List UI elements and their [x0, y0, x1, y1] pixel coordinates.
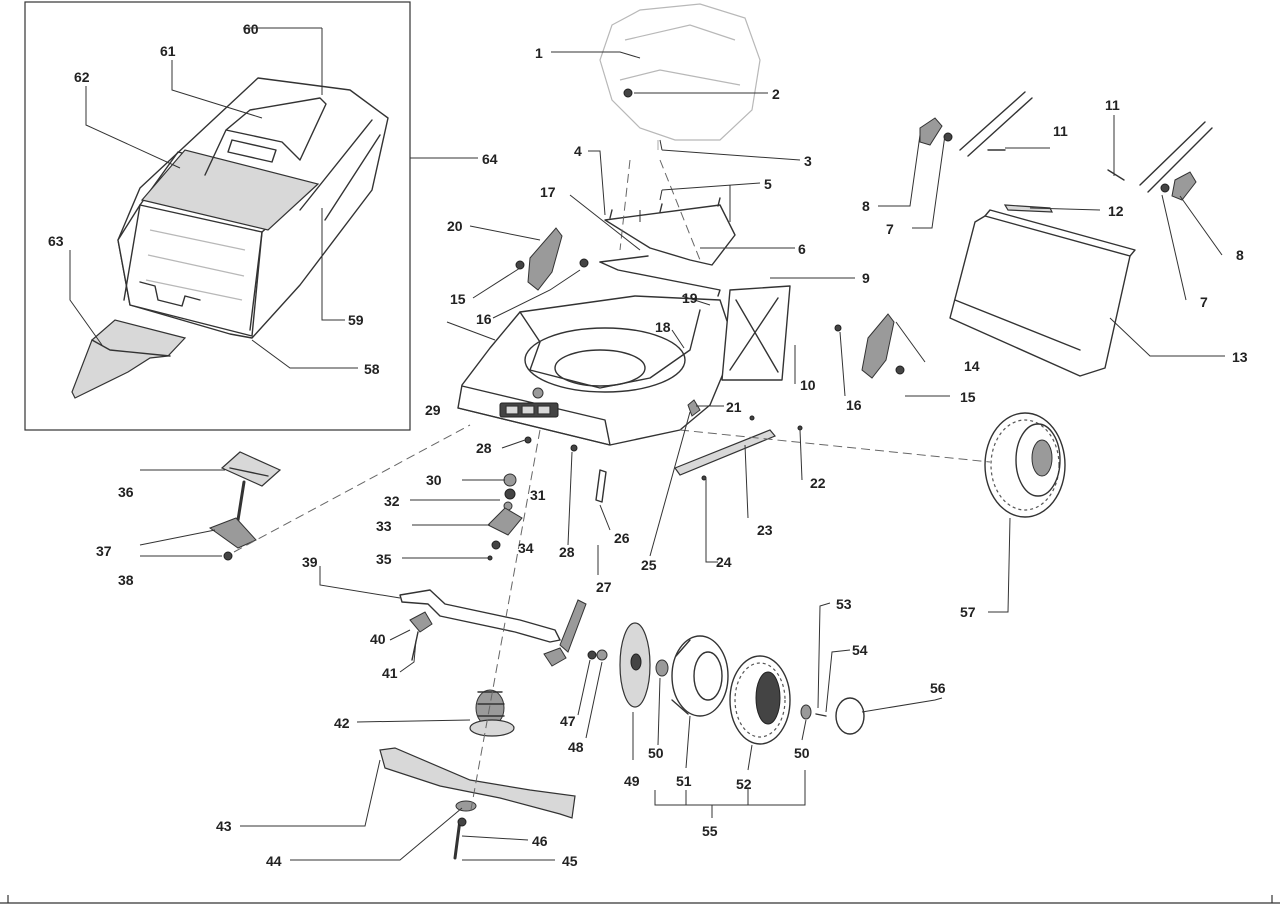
- front-axle: [399, 589, 608, 667]
- callout-6: 6: [798, 241, 806, 257]
- upper-handle-tubes: [919, 91, 1213, 201]
- callout-63: 63: [48, 233, 64, 249]
- callout-48: 48: [568, 739, 584, 755]
- blade-bolt: [453, 818, 462, 860]
- callout-34: 34: [518, 540, 534, 556]
- callout-56: 56: [930, 680, 946, 696]
- callout-7a: 7: [886, 221, 894, 237]
- callout-7b: 7: [1200, 294, 1208, 310]
- callout-41: 41: [382, 665, 398, 681]
- callout-53: 53: [836, 596, 852, 612]
- rear-axle-alignment-line: [679, 429, 991, 463]
- callout-50b: 50: [794, 745, 810, 761]
- callout-19: 19: [682, 290, 698, 306]
- callout-1: 1: [535, 45, 543, 61]
- callout-57: 57: [960, 604, 976, 620]
- callout-54: 54: [852, 642, 868, 658]
- callout-8a: 8: [862, 198, 870, 214]
- grass-bag-inset-frame: [24, 1, 411, 431]
- rear-bag-frame: [949, 204, 1136, 377]
- callout-29: 29: [425, 402, 441, 418]
- axle-alignment-line: [233, 424, 471, 553]
- grass-catcher-bag: [117, 77, 389, 339]
- callout-51: 51: [676, 773, 692, 789]
- callout-36: 36: [118, 484, 134, 500]
- callout-61: 61: [160, 43, 176, 59]
- callout-26: 26: [614, 530, 630, 546]
- callout-46: 46: [532, 833, 548, 849]
- callout-44: 44: [266, 853, 282, 869]
- right-hinge-bracket: [861, 313, 895, 379]
- rear-wheel: [984, 412, 1066, 518]
- callout-labels: 1 2 3 4 5 6 7 7 8 8 9 10 11 11 12 13 14 …: [48, 21, 1248, 869]
- callout-49: 49: [624, 773, 640, 789]
- callout-33: 33: [376, 518, 392, 534]
- callout-9: 9: [862, 270, 870, 286]
- callout-64: 64: [482, 151, 498, 167]
- callout-28a: 28: [476, 440, 492, 456]
- callout-30: 30: [426, 472, 442, 488]
- callout-12: 12: [1108, 203, 1124, 219]
- rear-door-frame: [721, 285, 791, 381]
- cutting-blade: [379, 747, 576, 819]
- callout-62: 62: [74, 69, 90, 85]
- callout-27: 27: [596, 579, 612, 595]
- callout-10: 10: [800, 377, 816, 393]
- callout-55: 55: [702, 823, 718, 839]
- callout-15b: 15: [960, 389, 976, 405]
- callout-43: 43: [216, 818, 232, 834]
- callout-45: 45: [562, 853, 578, 869]
- callout-16a: 16: [476, 311, 492, 327]
- callout-37: 37: [96, 543, 112, 559]
- callout-5: 5: [764, 176, 772, 192]
- front-wheel-assembly: [619, 622, 865, 745]
- center-fasteners: [487, 436, 607, 561]
- callout-17: 17: [540, 184, 556, 200]
- callout-4: 4: [574, 143, 582, 159]
- callout-59: 59: [348, 312, 364, 328]
- height-adjust-lever: [208, 451, 282, 561]
- blade-adapter: [469, 689, 515, 737]
- callout-14: 14: [964, 358, 980, 374]
- callout-11b: 11: [1105, 97, 1120, 113]
- callout-25: 25: [641, 557, 657, 573]
- callout-18: 18: [655, 319, 671, 335]
- callout-31: 31: [530, 487, 546, 503]
- blade-alignment-line: [469, 429, 541, 816]
- callout-32: 32: [384, 493, 400, 509]
- callout-2: 2: [772, 86, 780, 102]
- callout-11a: 11: [1053, 123, 1068, 139]
- leader-lines: [69, 28, 1225, 861]
- callout-39: 39: [302, 554, 318, 570]
- rear-flap: [71, 319, 187, 399]
- callout-13: 13: [1232, 349, 1248, 365]
- callout-22: 22: [810, 475, 826, 491]
- mower-deck: [457, 261, 736, 446]
- callout-16b: 16: [846, 397, 862, 413]
- callout-47: 47: [560, 713, 576, 729]
- callout-52: 52: [736, 776, 752, 792]
- engine: [599, 3, 761, 150]
- chute-deflector: [604, 197, 736, 266]
- callout-50a: 50: [648, 745, 664, 761]
- callout-23: 23: [757, 522, 773, 538]
- rear-axle-bar: [674, 429, 776, 476]
- callout-20: 20: [447, 218, 463, 234]
- left-hinge-bracket: [527, 227, 563, 291]
- callout-28b: 28: [559, 544, 575, 560]
- callout-42: 42: [334, 715, 350, 731]
- callout-3: 3: [804, 153, 812, 169]
- callout-35: 35: [376, 551, 392, 567]
- callout-58: 58: [364, 361, 380, 377]
- callout-24: 24: [716, 554, 732, 570]
- callout-60: 60: [243, 21, 259, 37]
- callout-8b: 8: [1236, 247, 1244, 263]
- callout-15a: 15: [450, 291, 466, 307]
- callout-38: 38: [118, 572, 134, 588]
- callout-40: 40: [370, 631, 386, 647]
- callout-21: 21: [726, 399, 742, 415]
